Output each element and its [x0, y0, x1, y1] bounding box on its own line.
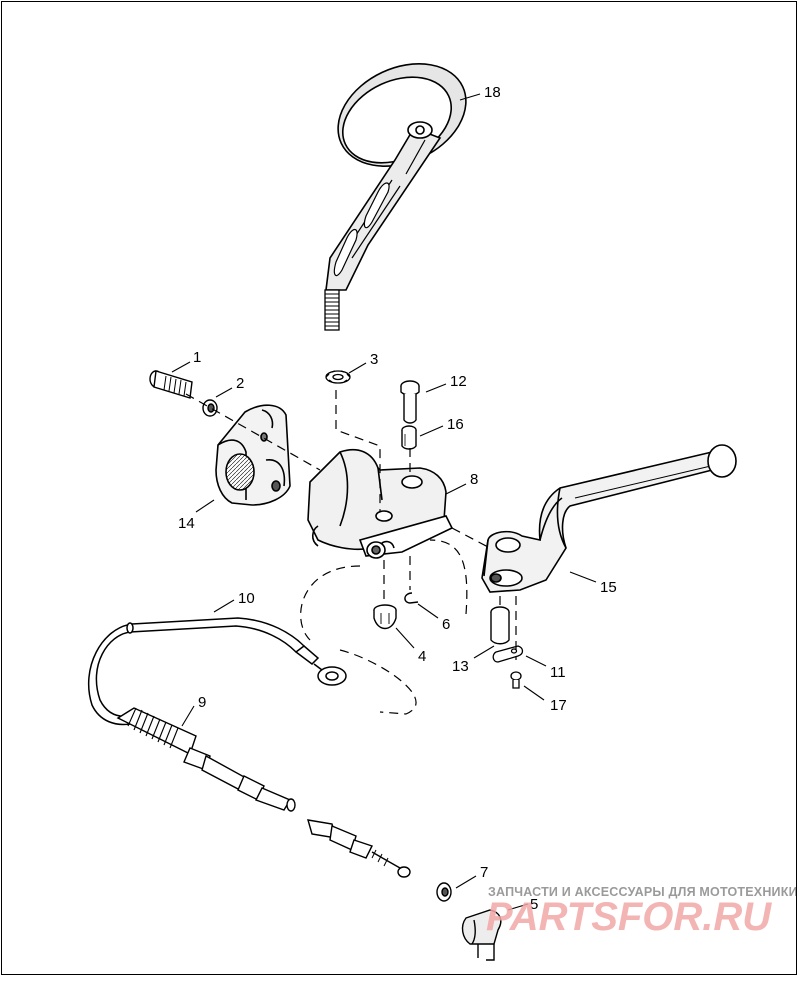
washer-part	[202, 399, 218, 417]
callout-1: 1	[193, 349, 201, 366]
callout-11: 11	[550, 664, 566, 681]
retaining-ring-part	[404, 592, 419, 604]
bushing-part	[401, 425, 417, 450]
lever-housing-part	[307, 448, 454, 559]
callout-12: 12	[450, 373, 467, 390]
clutch-cable-part	[87, 617, 347, 726]
callout-5: 5	[530, 896, 538, 913]
callout-16: 16	[447, 416, 464, 433]
watermark-logo: PARTSFOR.RU	[486, 895, 772, 939]
small-screw-part	[510, 671, 522, 689]
cable-washer-part	[436, 882, 452, 902]
callout-labels: 1 2 3 4 5 6 7 8 9 10 11 12 13 14 15 16 1…	[178, 84, 617, 913]
callout-2: 2	[236, 375, 244, 392]
callout-18: 18	[484, 84, 501, 101]
watermark: ЗАПЧАСТИ И АКСЕССУАРЫ ДЛЯ МОТОТЕХНИКИ PA…	[486, 885, 798, 939]
callout-15: 15	[600, 579, 617, 596]
cable-pin-part	[490, 606, 510, 645]
callout-3: 3	[370, 351, 378, 368]
cable-clip-part	[461, 909, 502, 961]
callout-6: 6	[442, 616, 450, 633]
pivot-pin-part	[400, 380, 420, 424]
screw-part	[149, 370, 193, 399]
clutch-lever-part	[481, 444, 737, 593]
clamp-part	[215, 404, 291, 506]
pin-retainer-part	[492, 645, 524, 663]
callout-14: 14	[178, 515, 195, 532]
watermark-tagline: ЗАПЧАСТИ И АКСЕССУАРЫ ДЛЯ МОТОТЕХНИКИ	[488, 885, 798, 899]
callout-4: 4	[418, 648, 426, 665]
lock-washer-part	[325, 370, 351, 384]
callout-7: 7	[480, 864, 488, 881]
callout-13: 13	[452, 658, 469, 675]
acorn-nut-part	[373, 604, 397, 630]
assembly-lines	[185, 390, 517, 715]
callout-10: 10	[238, 590, 255, 607]
mirror-part	[324, 63, 467, 331]
leader-lines	[171, 93, 597, 911]
callout-17: 17	[550, 697, 567, 714]
callout-8: 8	[470, 471, 478, 488]
lower-cable-end-part	[307, 819, 411, 878]
cable-adjuster-part	[116, 707, 296, 812]
callout-9: 9	[198, 694, 206, 711]
